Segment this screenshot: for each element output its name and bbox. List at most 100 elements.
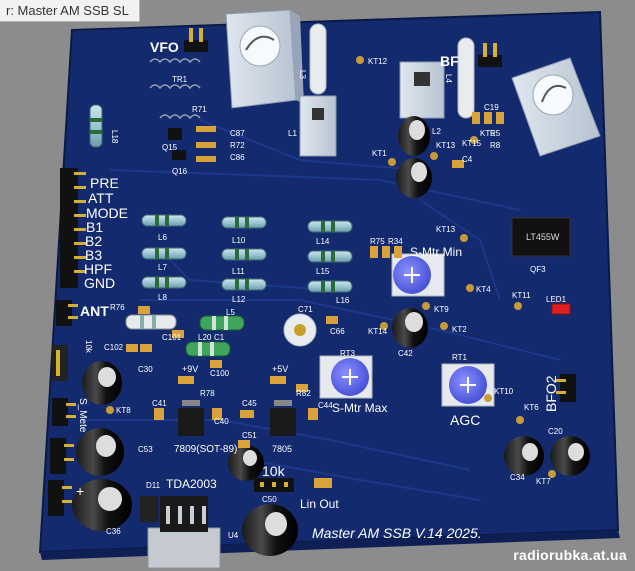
switch-label-pre: PRE (90, 175, 119, 191)
ref-c53: C53 (138, 445, 153, 454)
ref-c102: C102 (104, 343, 124, 352)
inductor-l8 (141, 276, 187, 289)
ic-lt455w (511, 217, 571, 257)
inductor-l12 (221, 278, 267, 291)
ref-l4: L4 (444, 74, 453, 83)
ic-tda2003 (147, 496, 221, 569)
inductor-grid (141, 214, 353, 293)
ref-tr1: TR1 (172, 75, 188, 84)
ref-q15: Q15 (162, 143, 178, 152)
label-tda: TDA2003 (166, 477, 217, 491)
capacitor-c30 (82, 361, 122, 405)
ref-l7: L7 (158, 263, 167, 272)
ref-r76: R76 (110, 303, 125, 312)
ref-c19: C19 (484, 103, 499, 112)
ref-r71: R71 (192, 105, 207, 114)
ref-kt15: KT15 (462, 139, 482, 148)
label-5v: +5V (272, 364, 288, 374)
label-s-mtr-max: S-Mtr Max (332, 401, 387, 415)
label-ant: ANT (80, 303, 109, 319)
ref-l15: L15 (316, 267, 330, 276)
diode-d11 (140, 496, 158, 522)
label-lin-out: Lin Out (300, 497, 339, 511)
inductor-l20 (185, 341, 231, 357)
switch-label-b2: B2 (85, 233, 102, 249)
ref-kt11: KT11 (512, 291, 531, 300)
ref-r82: R82 (296, 389, 311, 398)
label-s-mtr-min: S-Mtr Min (410, 245, 462, 259)
inductor-l5 (199, 315, 245, 331)
ref-kt12: KT12 (368, 57, 388, 66)
ref-c34: C34 (510, 473, 525, 482)
ref-kt2: KT2 (452, 325, 467, 334)
ref-l2: L2 (432, 127, 441, 136)
ref-c42: C42 (398, 349, 413, 358)
ref-c41: C41 (152, 399, 167, 408)
ref-l6: L6 (158, 233, 167, 242)
trimmer-c71 (283, 313, 317, 347)
ref-kt1: KT1 (372, 149, 387, 158)
ref-c1: C1 (214, 333, 225, 342)
ref-c51: C51 (242, 431, 257, 440)
ic-7805 (270, 400, 296, 436)
inductor-l14 (307, 220, 353, 233)
ref-kt8: KT8 (116, 406, 131, 415)
ref-q16: Q16 (172, 167, 188, 176)
switch-label-b3: B3 (85, 247, 102, 263)
capacitor-c3 (396, 158, 432, 198)
ref-c101: C101 (162, 333, 182, 342)
led-1 (551, 303, 571, 315)
ref-c86: C86 (230, 153, 245, 162)
ref-l3: L3 (298, 70, 307, 79)
transistor-q15 (168, 128, 182, 140)
trimmer-post-1 (299, 23, 337, 157)
ref-c100: C100 (210, 369, 230, 378)
ref-qf3: QF3 (530, 265, 546, 274)
ref-c50: C50 (262, 495, 277, 504)
ref-kt7: KT7 (536, 477, 551, 486)
ref-c30: C30 (138, 365, 153, 374)
bfo2-header (556, 374, 576, 402)
ref-c44: C44 (318, 401, 333, 410)
inductor-l18 (89, 104, 103, 148)
shield-coil-bfo (511, 57, 601, 157)
ref-l18: L18 (110, 130, 119, 144)
ref-kt14: KT14 (368, 327, 388, 336)
inductor-l10 (221, 216, 267, 229)
switch-labels: PRE ATT MODE B1 B2 B3 HPF GND (84, 175, 128, 291)
ref-kt13b: KT13 (436, 225, 456, 234)
ref-l12: L12 (232, 295, 246, 304)
ref-led1: LED1 (546, 295, 567, 304)
switch-label-b1: B1 (86, 219, 103, 235)
label-ic-lt455w: LT455W (526, 232, 560, 242)
ref-l5: L5 (226, 308, 235, 317)
ref-kt6: KT6 (524, 403, 539, 412)
ref-r8: R8 (490, 141, 501, 150)
ref-c4: C4 (462, 155, 473, 164)
ref-l10: L10 (232, 236, 246, 245)
ref-c20: C20 (548, 427, 563, 436)
tr1-coil (149, 58, 201, 120)
ref-d11: D11 (146, 481, 161, 490)
ref-rt3: RT3 (340, 349, 356, 358)
trimpot-rt1 (441, 363, 495, 407)
capacitor-c51 (228, 445, 264, 481)
ref-l14: L14 (316, 237, 330, 246)
ant-header (56, 300, 78, 326)
ref-l16: L16 (336, 296, 350, 305)
ref-c36: C36 (106, 527, 121, 536)
transistor-q16 (172, 150, 186, 160)
watermark: radiorubka.at.ua (513, 547, 627, 563)
audio-header-2 (48, 480, 72, 516)
smd-parts (126, 112, 504, 488)
window-tab[interactable]: r: Master AM SSB SL (0, 0, 140, 22)
label-9v: +9V (182, 364, 198, 374)
inductor-l15 (307, 250, 353, 263)
label-pot-10k: 10k (262, 463, 286, 479)
board-title: Master AM SSB V.14 2025. (312, 525, 482, 541)
vfo-header (184, 28, 208, 52)
ref-r72: R72 (230, 141, 245, 150)
shield-coil-l2 (399, 61, 445, 119)
label-reg-7805: 7805 (272, 444, 292, 454)
ref-r34: R34 (388, 237, 403, 246)
